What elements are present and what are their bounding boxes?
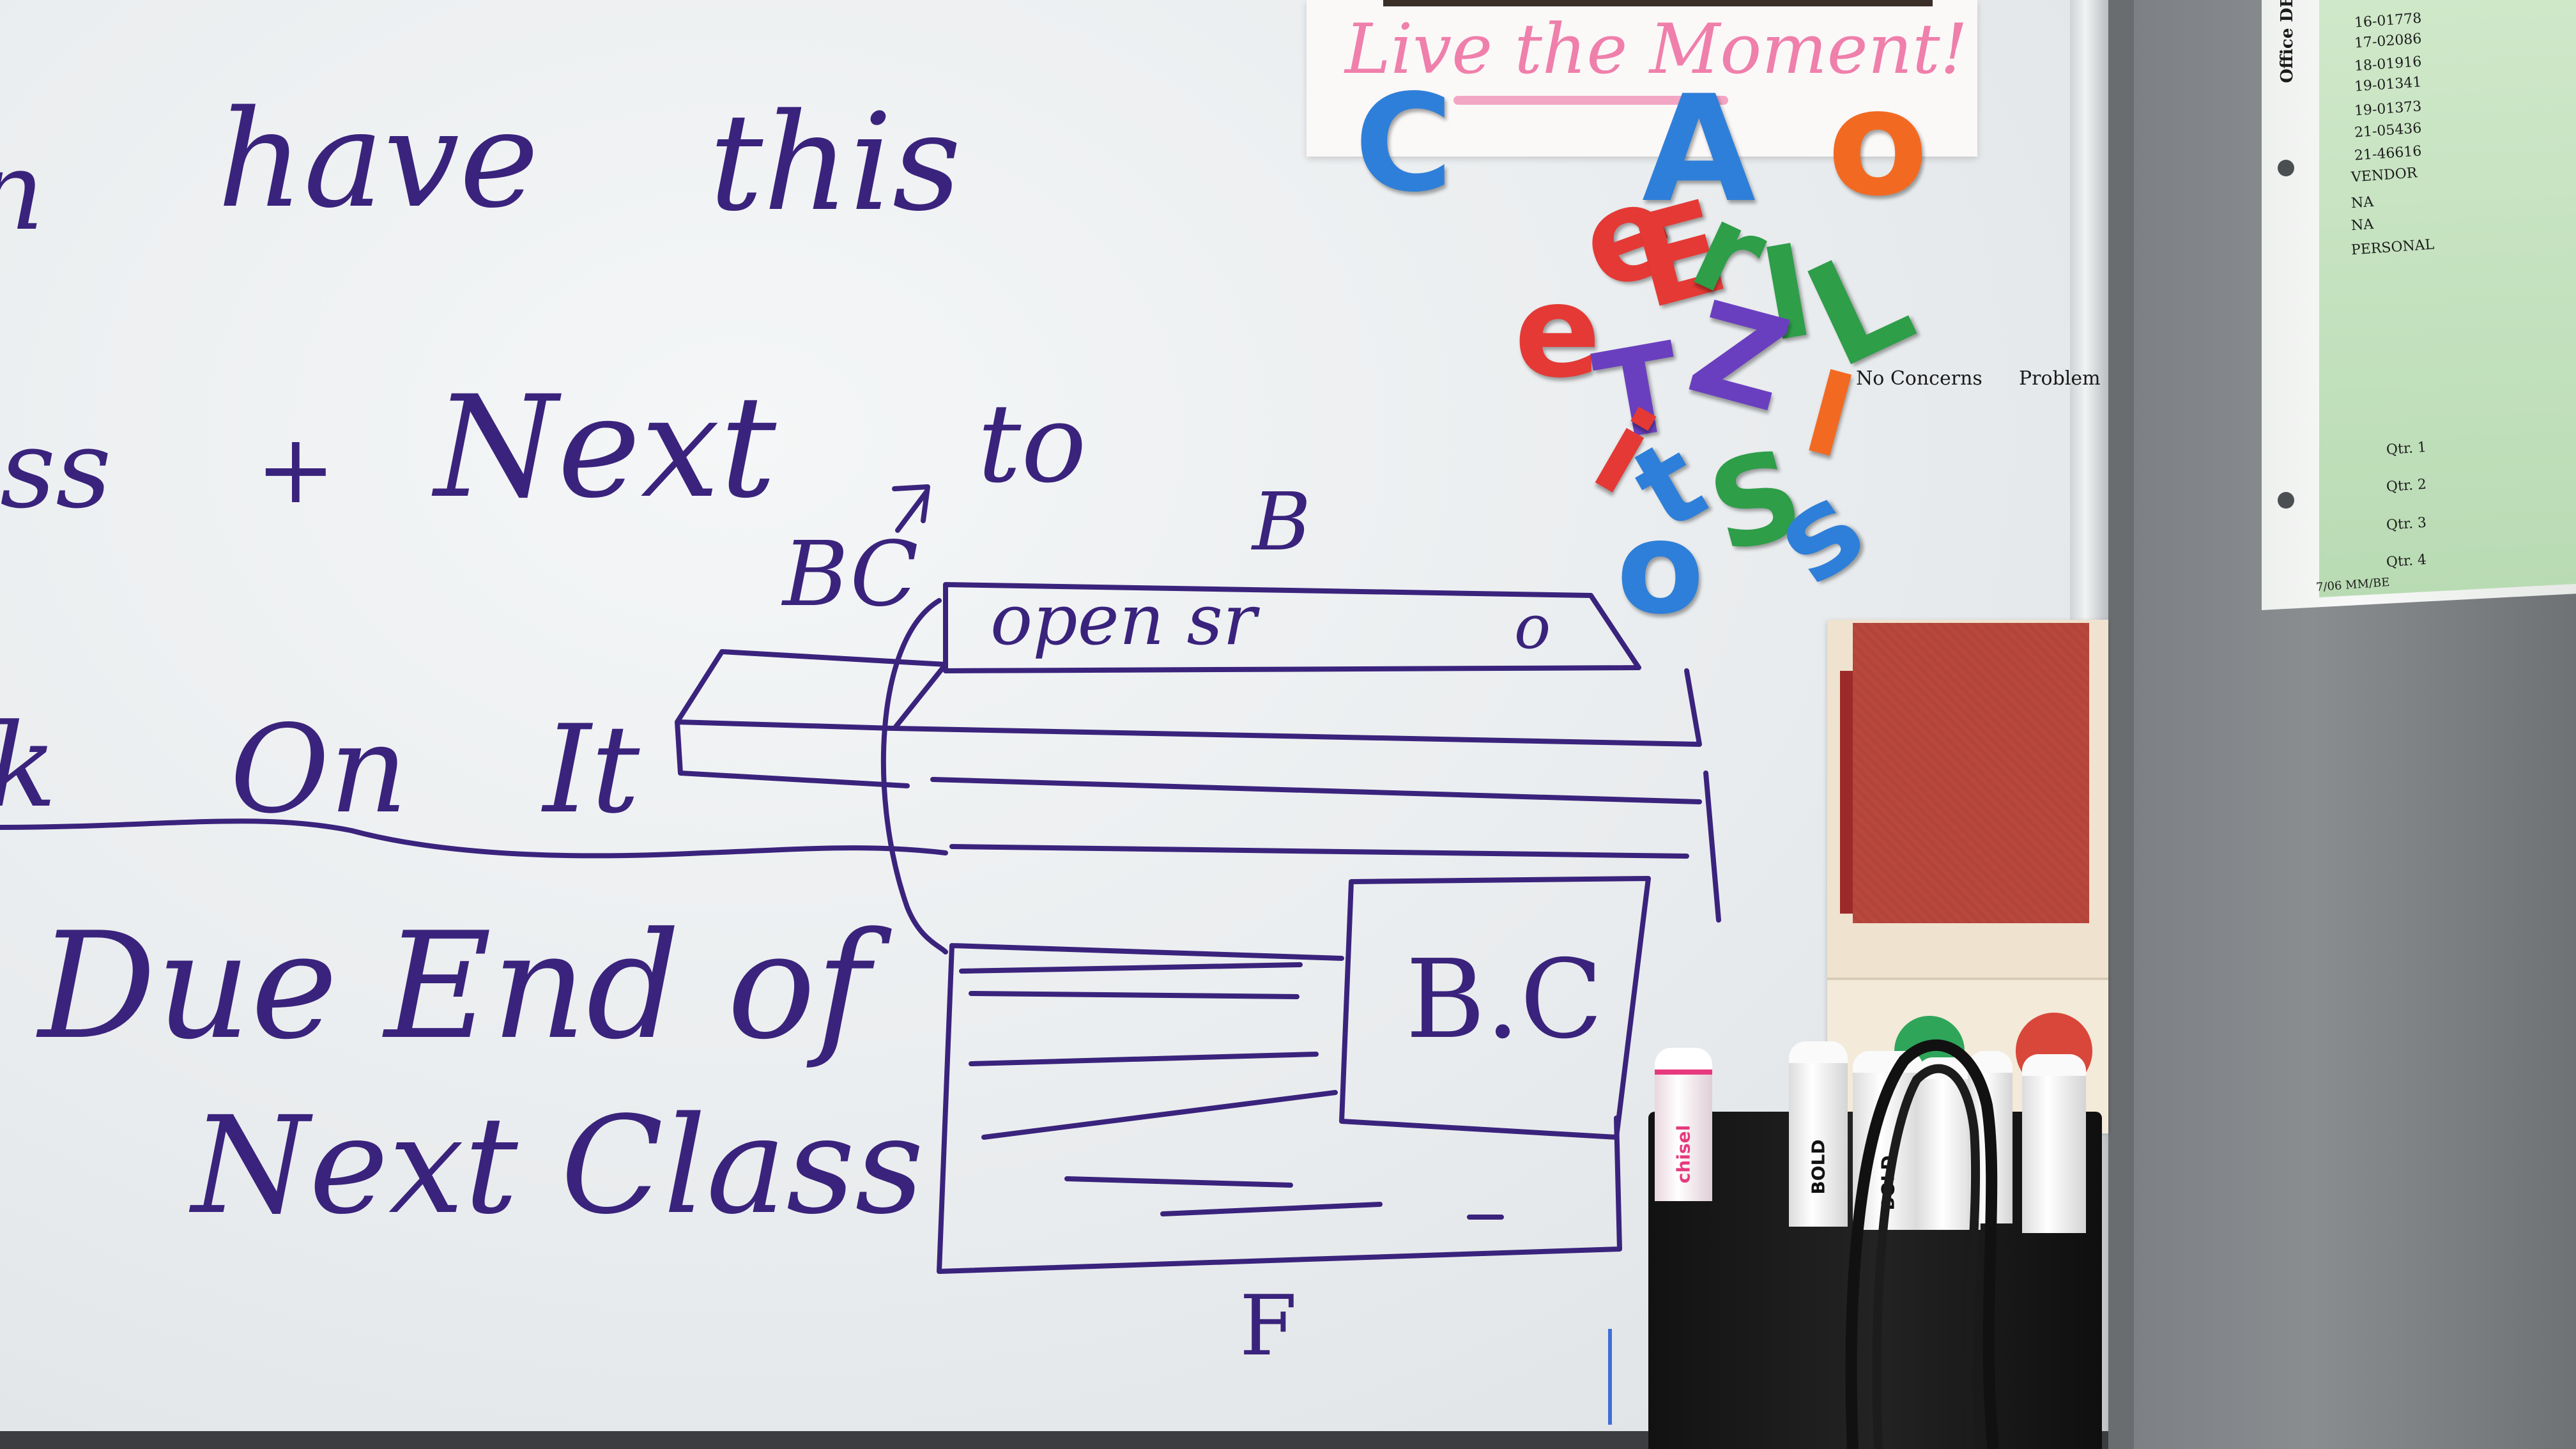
magnet-letter[interactable]: o [1827,58,1929,229]
status-label-problem: Problem [2019,367,2101,390]
diagram-label-bc-top: BC [783,523,919,627]
diagram-label-bc-box: B.C [1406,937,1604,1063]
lower-line-4 [981,1090,1338,1140]
board-text-ss: ss [0,406,112,533]
lower-line-2 [969,991,1300,999]
board-text-to: to [977,381,1087,507]
binder-row: NA [2350,194,2374,212]
board-text-plus: + [256,414,336,525]
lower-line-6 [1160,1202,1504,1220]
lanyard-strap [1872,1064,1981,1449]
board-text-this: this [709,84,962,241]
board-text-line1-left: n [0,137,45,246]
lanyard-strap [1845,1039,1999,1449]
top-bar-outline [943,582,1641,673]
status-label-no-concerns: No Concerns [1856,367,1982,390]
binder-row: NA [2350,216,2374,234]
board-text-next: Next [434,365,777,529]
lower-line-1 [959,962,1303,974]
arrow-stroke [892,484,930,533]
board-text-it: It [543,699,640,840]
tab-outline [675,649,948,788]
marker-cap [1789,1041,1848,1063]
board-text-have: have [217,81,539,238]
marker-white[interactable] [2022,1054,2086,1233]
board-text-due: Due End of [38,901,870,1072]
binder-quarter: Qtr. 4 [2386,551,2427,571]
marker-pink[interactable]: chisel [1655,1048,1712,1201]
lanyard [1845,1039,1999,1449]
magnet-letter[interactable]: e [1514,257,1601,406]
lower-panel-outline [937,943,1622,1274]
marker-cap [2022,1054,2086,1076]
marker-drawing [0,484,1721,1425]
stack-right-edge [1703,770,1721,923]
lower-line-3 [969,1052,1319,1066]
board-text-k: k [0,709,57,824]
bc-box-outline [1339,876,1651,1140]
note-card-underline [1453,96,1728,105]
binder-quarter: Qtr. 1 [2386,439,2427,459]
board-text-next-class: Next Class [192,1087,924,1244]
magnet-letter[interactable]: C [1354,65,1453,222]
magnet-letter[interactable]: o [1616,494,1705,643]
marker-cap [1655,1048,1712,1075]
board-text-on: On [230,699,408,840]
stack-line-2 [930,777,1702,804]
diagram-label-open-bar: open sr [990,579,1257,661]
binder-hole [2278,160,2294,176]
red-card[interactable] [1853,623,2089,923]
lower-line-5 [1064,1176,1293,1188]
note-card-photo-strip [1383,0,1933,6]
marker-label: chisel [1673,1124,1694,1184]
diagram-label-b-top: B [1252,476,1311,569]
binder-quarter: Qtr. 2 [2386,476,2427,496]
magnet-letter[interactable]: A [1642,65,1756,235]
binder-quarter: Qtr. 3 [2386,514,2427,534]
diagram-label-f: F [1239,1277,1298,1374]
diagram-label-open-bar-end: o [1514,592,1551,663]
underline-stroke [0,818,948,859]
note-card-text: Live the Moment! [1345,10,1968,89]
marker-white[interactable]: BOLD [1789,1041,1848,1227]
marker-label: BOLD [1807,1139,1829,1195]
stack-line-1 [892,668,1702,747]
binder-header: Office DE [2278,0,2297,83]
stack-line-3 [949,844,1689,859]
binder-hole [2278,492,2294,509]
bracket-stroke [880,598,948,954]
note-card: Live the Moment! [1307,0,1977,157]
